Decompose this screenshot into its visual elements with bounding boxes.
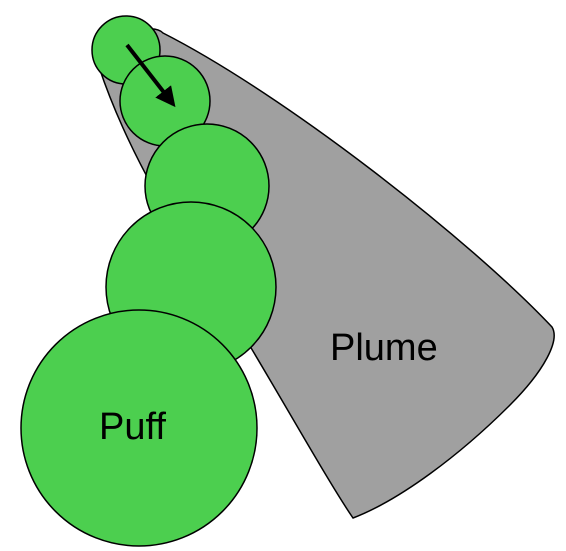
puff-5 xyxy=(20,309,258,547)
puff-label: Puff xyxy=(99,406,166,448)
plume-label: Plume xyxy=(330,327,438,369)
flow-direction-arrow xyxy=(125,43,176,108)
